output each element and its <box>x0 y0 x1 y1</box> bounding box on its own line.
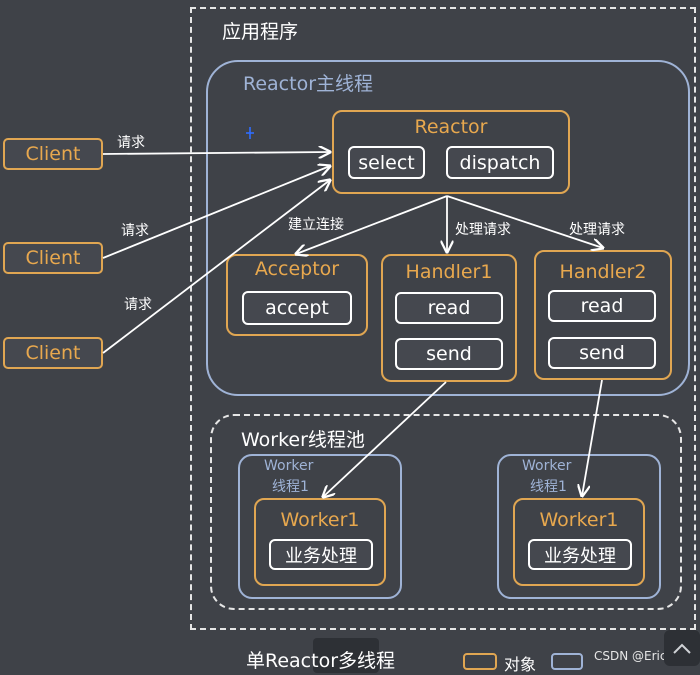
cursor-mark-icon <box>246 127 254 139</box>
business-task-left: 业务处理 <box>269 539 373 570</box>
reactor-to-handler2-arrow <box>446 195 603 248</box>
client1-request-arrow <box>102 152 330 154</box>
business-task-right: 业务处理 <box>528 539 632 570</box>
reactor-to-acceptor-arrow <box>296 195 448 254</box>
worker-thread-2-label-line2: 线程1 <box>530 479 567 495</box>
application-title: 应用程序 <box>222 21 299 43</box>
worker-thread-1-label-line2: 线程1 <box>272 479 309 495</box>
handler2-to-worker-arrow <box>582 379 603 496</box>
worker1-box-left <box>254 498 386 586</box>
accept-box: accept <box>242 291 352 325</box>
client-box-1: Client <box>3 138 103 170</box>
handle-label-2: 处理请求 <box>569 222 625 238</box>
worker1-title-left: Worker1 <box>280 509 360 531</box>
worker-thread-2-box <box>497 454 661 599</box>
application-frame <box>190 7 696 630</box>
acceptor-title: Acceptor <box>254 258 340 280</box>
client-box-2: Client <box>3 242 103 274</box>
reactor-thread-group <box>206 60 690 396</box>
handler1-to-worker-arrow <box>323 381 447 497</box>
client2-request-arrow <box>102 166 330 259</box>
legend-object-label: 对象 <box>504 655 537 674</box>
connect-label: 建立连接 <box>288 217 344 233</box>
worker-pool-frame <box>210 414 682 610</box>
scroll-top-button[interactable] <box>664 630 700 666</box>
handler1-send-box: send <box>395 338 503 370</box>
footer-caption: 单Reactor多线程 <box>246 650 396 672</box>
client-box-3: Client <box>3 337 103 369</box>
legend-thread-swatch <box>551 653 583 670</box>
client3-request-arrow <box>102 180 330 354</box>
handler2-read-box: read <box>548 290 656 322</box>
reactor-title: Reactor <box>414 116 488 138</box>
request-label-3: 请求 <box>124 297 152 313</box>
handler1-title: Handler1 <box>405 261 493 283</box>
handler1-read-box: read <box>395 292 503 324</box>
worker-pool-title: Worker线程池 <box>241 429 365 451</box>
handler2-title: Handler2 <box>559 261 647 283</box>
worker1-box-right <box>513 498 645 586</box>
handler1-box <box>381 254 517 382</box>
worker-thread-2-label-line1: Worker <box>522 458 572 474</box>
request-label-1: 请求 <box>117 135 145 151</box>
select-box: select <box>348 146 425 179</box>
worker1-title-right: Worker1 <box>539 509 619 531</box>
reactor-thread-title: Reactor主线程 <box>243 73 374 95</box>
worker-thread-1-label-line1: Worker <box>264 458 314 474</box>
handler2-send-box: send <box>548 337 656 369</box>
dispatch-box: dispatch <box>446 146 554 179</box>
footer-overlay <box>313 638 379 673</box>
worker-thread-1-box <box>238 454 402 599</box>
request-label-2: 请求 <box>121 223 149 239</box>
chevron-up-icon <box>673 643 691 654</box>
legend-object-swatch <box>463 653 497 670</box>
reactor-box <box>332 110 570 194</box>
handle-label-1: 处理请求 <box>455 222 511 238</box>
